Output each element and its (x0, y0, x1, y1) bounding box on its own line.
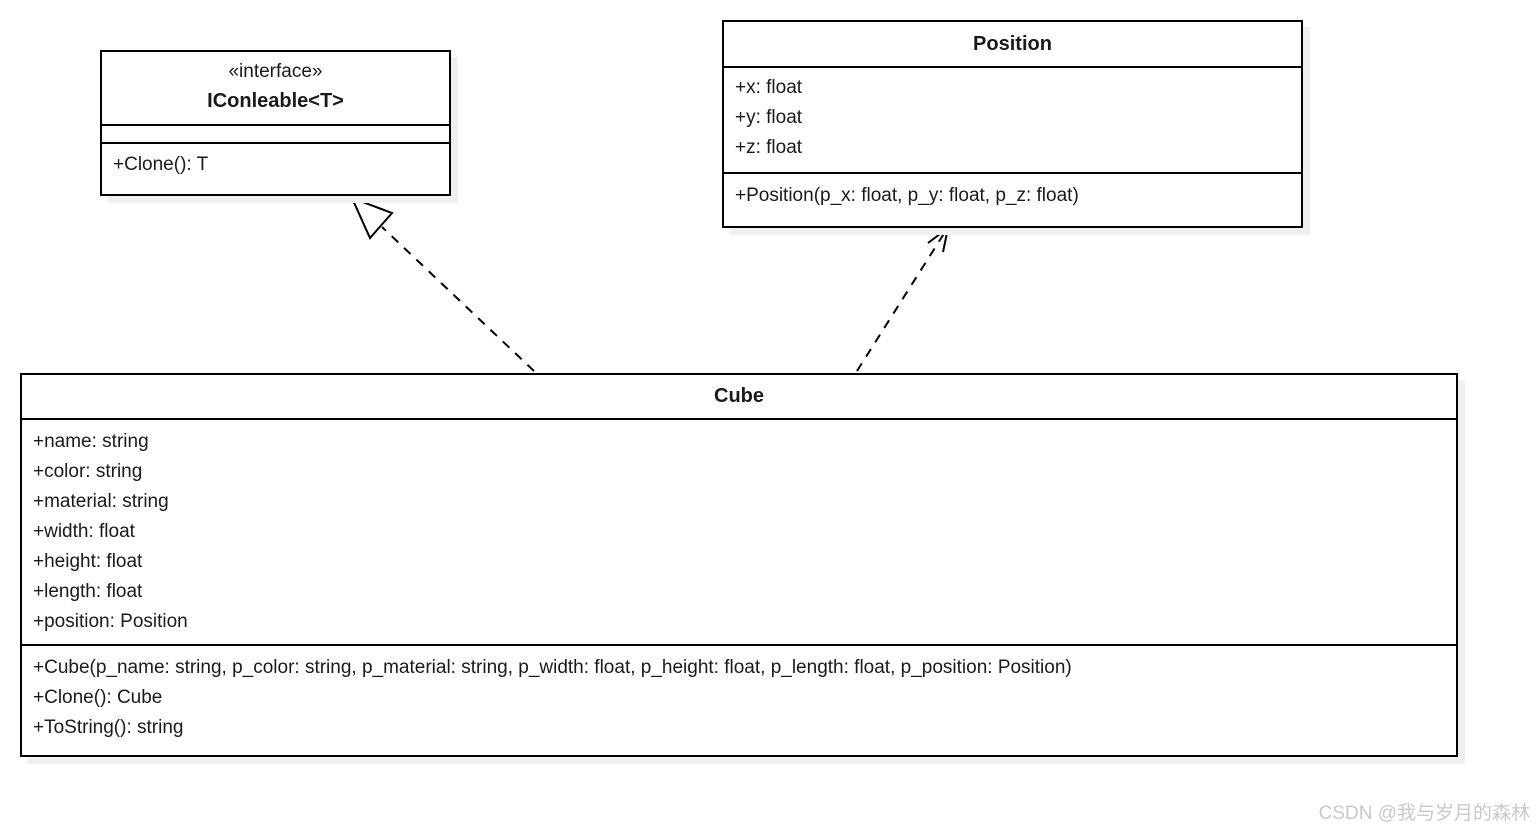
class-title-cube: Cube (22, 375, 1456, 420)
method-line: +Clone(): Cube (33, 687, 163, 708)
attribute-line: +material: string (33, 491, 169, 512)
stereotype-label: «interface» (228, 61, 323, 82)
attributes-compartment: +name: string +color: string +material: st… (22, 420, 1456, 646)
method-line: +ToString(): string (33, 717, 184, 738)
attribute-line: +x: float (735, 77, 803, 98)
method-line: +Clone(): T (113, 154, 209, 175)
class-title-position: Position (724, 22, 1301, 68)
attribute-line: +length: float (33, 581, 143, 602)
attribute-line: +y: float (735, 107, 803, 128)
attribute-line: +width: float (33, 521, 135, 542)
method-line: +Position(p_x: float, p_y: float, p_z: f… (735, 185, 1079, 206)
class-box-iconleable: «interface» IConleable<T> +Clone(): T (100, 50, 451, 196)
attribute-line: +position: Position (33, 611, 188, 632)
dependency-arrow-cube-to-position (856, 225, 950, 372)
attribute-line: +name: string (33, 431, 149, 452)
attributes-compartment: +x: float +y: float +z: float (724, 68, 1301, 174)
methods-compartment: +Clone(): T (102, 144, 449, 194)
class-title-iconleable: «interface» IConleable<T> (102, 52, 449, 126)
methods-compartment: +Cube(p_name: string, p_color: string, p… (22, 646, 1456, 755)
attribute-line: +height: float (33, 551, 143, 572)
class-box-position: Position +x: float +y: float +z: float +Po… (722, 20, 1303, 228)
csdn-watermark: CSDN @我与岁月的森林 (1318, 803, 1530, 824)
attribute-line: +z: float (735, 137, 803, 158)
realization-arrow-cube-to-iconleable (350, 196, 535, 372)
class-name: Cube (714, 385, 764, 407)
class-name: IConleable<T> (207, 90, 344, 112)
method-line: +Cube(p_name: string, p_color: string, p… (33, 657, 1072, 678)
attributes-compartment (102, 126, 449, 144)
attribute-line: +color: string (33, 461, 143, 482)
class-box-cube: Cube +name: string +color: string +materia… (20, 373, 1458, 757)
class-name: Position (973, 33, 1052, 55)
methods-compartment: +Position(p_x: float, p_y: float, p_z: f… (724, 174, 1301, 226)
